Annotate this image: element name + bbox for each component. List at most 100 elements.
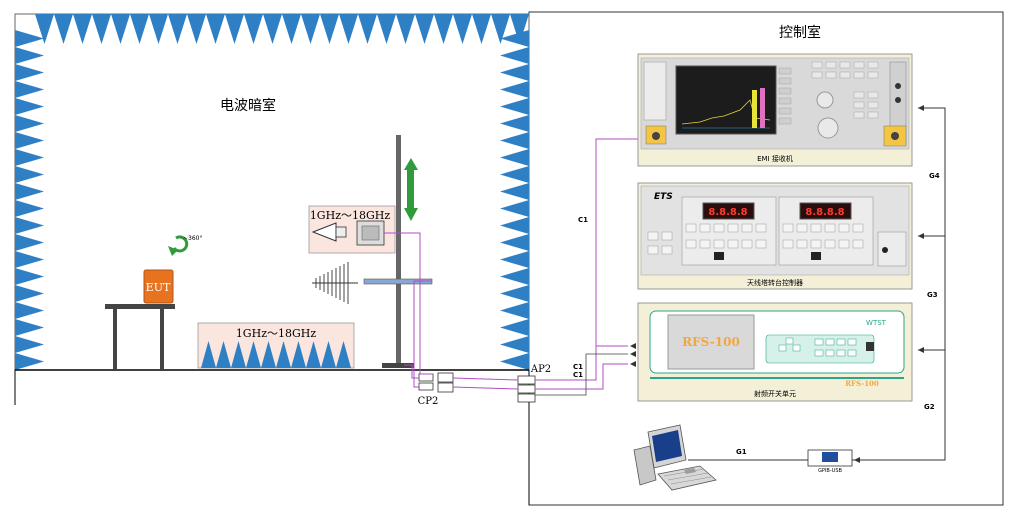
absorber-cone: [15, 217, 44, 234]
cp2-label: CP2: [418, 396, 439, 407]
absorber-cone: [231, 341, 246, 368]
absorber-cone: [15, 30, 44, 47]
absorber-cone: [15, 319, 44, 336]
ap2-switch-block: [517, 375, 536, 403]
absorber-cone: [225, 14, 244, 44]
ets-readout-left: 8.8.8.8: [708, 207, 747, 218]
control-computer: [633, 424, 717, 491]
absorber-cone: [500, 251, 529, 268]
cable-g1-label: G1: [736, 448, 747, 456]
absorber-cone: [92, 14, 111, 44]
absorber-cone: [15, 98, 44, 115]
absorber-cone: [500, 30, 529, 47]
absorber-cone: [339, 14, 358, 44]
cable-g2-label: G2: [924, 403, 935, 411]
control-room-label: 控制室: [779, 24, 821, 41]
absorber-cone: [216, 341, 231, 368]
absorber-cone: [15, 302, 44, 319]
absorber-cone: [491, 14, 510, 44]
top-absorber-row: [35, 14, 529, 44]
absorber-cone: [500, 64, 529, 81]
absorber-cone: [276, 341, 291, 368]
test-table: [105, 304, 175, 369]
absorber-cone: [500, 285, 529, 302]
absorber-cone: [500, 268, 529, 285]
absorber-cone: [15, 149, 44, 166]
absorber-cone: [201, 341, 216, 368]
left-absorber-column: [15, 30, 44, 370]
absorber-cone: [15, 64, 44, 81]
absorber-cone: [500, 302, 529, 319]
absorber-cone: [246, 341, 261, 368]
absorber-cone: [434, 14, 453, 44]
gpib-bus-arrows: [854, 105, 924, 463]
absorber-cone: [500, 217, 529, 234]
absorber-cone: [500, 200, 529, 217]
absorber-cone: [321, 341, 336, 368]
absorber-cone: [35, 14, 54, 44]
ets-brand: ETS: [654, 192, 673, 202]
ets-readout-right: 8.8.8.8: [805, 207, 844, 218]
absorber-cone: [500, 47, 529, 64]
absorber-cone: [472, 14, 491, 44]
log-periodic-antenna: [312, 262, 358, 304]
absorber-cone: [396, 14, 415, 44]
ap2-label: AP2: [530, 364, 551, 375]
emi-receiver: [637, 53, 913, 167]
absorber-cone: [54, 14, 73, 44]
rf-switch-screen: [667, 314, 755, 370]
absorber-cone: [15, 268, 44, 285]
rf-switch-screen-text: RFS-100: [682, 335, 740, 349]
absorber-cone: [263, 14, 282, 44]
floor-absorber-panel: 1GHz～18GHz: [197, 322, 355, 369]
absorber-cone: [15, 132, 44, 149]
absorber-cone: [15, 336, 44, 353]
eut-label: EUT: [146, 281, 171, 294]
absorber-cone: [149, 14, 168, 44]
absorber-cone: [306, 341, 321, 368]
antenna-mast: [382, 135, 414, 368]
absorber-cone: [130, 14, 149, 44]
turntable-rotation-arrow: [168, 235, 189, 256]
absorber-cone: [206, 14, 225, 44]
absorber-cone: [15, 200, 44, 217]
cp2-switch-block: [418, 372, 454, 393]
cable-c1-label-left: C1: [578, 216, 588, 224]
rotation-label: ~360°: [183, 235, 202, 242]
absorber-cone: [500, 319, 529, 336]
absorber-cone: [187, 14, 206, 44]
cable-g3-label: G3: [927, 291, 938, 299]
gpib-usb-adapter: [807, 449, 853, 467]
absorber-cone: [291, 341, 306, 368]
mast-controller-caption: 天线塔转台控制器: [747, 278, 803, 287]
absorber-cone: [282, 14, 301, 44]
rf-switch-caption: 射频开关单元: [754, 389, 796, 398]
absorber-cone: [261, 341, 276, 368]
absorber-cone: [111, 14, 130, 44]
cable-g4-label: G4: [929, 172, 940, 180]
rf-switch-unit: [637, 302, 913, 402]
receiver-tuning-knob: [817, 117, 839, 139]
absorber-cone: [15, 183, 44, 200]
absorber-cone: [15, 251, 44, 268]
absorber-cone: [500, 353, 529, 370]
horn-antenna-panel: [308, 205, 396, 254]
gpib-usb-label: GPIB-USB: [818, 468, 842, 474]
absorber-cone: [500, 149, 529, 166]
absorber-cone: [15, 166, 44, 183]
anechoic-chamber-label: 电波暗室: [220, 97, 276, 114]
eut-box: [143, 269, 174, 304]
absorber-cone: [500, 98, 529, 115]
right-absorber-column: [500, 30, 529, 370]
mast-turntable-controller: [637, 182, 913, 290]
rf-switch-brand: WTST: [866, 319, 887, 327]
absorber-cone: [500, 132, 529, 149]
rf-switch-to-chamber-lines: [535, 353, 628, 396]
absorber-cone: [510, 14, 529, 44]
absorber-cone: [500, 234, 529, 251]
absorber-cone: [301, 14, 320, 44]
mast-height-arrow: [404, 158, 418, 221]
anechoic-chamber: [14, 13, 530, 505]
absorber-cone: [15, 81, 44, 98]
gpib-control-bus: [688, 107, 946, 461]
